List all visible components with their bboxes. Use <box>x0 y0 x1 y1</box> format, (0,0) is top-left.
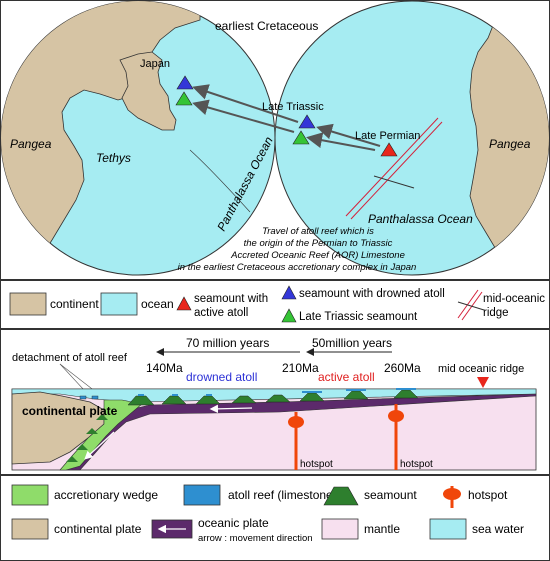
active-atoll-label: active atoll <box>318 370 375 384</box>
accretionary-wedge-swatch <box>11 484 49 506</box>
oceanic-plate-swatch <box>151 519 193 539</box>
hotspot-2-label: hotspot <box>400 459 433 470</box>
legend-atoll-reef: atoll reef (limestone) <box>228 488 337 502</box>
label-late-triassic: Late Triassic <box>262 101 324 113</box>
seamount-row <box>127 388 419 406</box>
label-panthalassa-right: Panthalassa Ocean <box>368 212 473 226</box>
map-title: earliest Cretaceous <box>215 19 318 33</box>
drowned-atoll-icon <box>281 285 297 300</box>
drowned-atoll-label: drowned atoll <box>186 370 257 384</box>
legend-ocean: ocean <box>141 297 174 311</box>
continental-plate-swatch <box>11 518 49 540</box>
mid-oceanic-ridge <box>345 117 443 220</box>
legend-arrow-note: arrow : movement direction <box>198 533 313 544</box>
continent-swatch <box>9 292 47 316</box>
legend-accretionary-wedge: accretionary wedge <box>54 488 158 502</box>
age-140-label: 140Ma <box>146 361 183 375</box>
legend-active-atoll-line2: active atoll <box>194 307 248 319</box>
hotspot-plume-2 <box>388 404 404 470</box>
map-panel: earliest Cretaceous Japan Pangea Pangea … <box>0 0 550 280</box>
hotspot-1-label: hotspot <box>300 459 333 470</box>
seamount-swatch <box>323 486 359 506</box>
caption-line-4: in the earliest Cretaceous accretionary … <box>178 262 417 273</box>
age-260-label: 260Ma <box>384 361 421 375</box>
triassic-seamount-icon <box>281 308 297 323</box>
legend-drowned-atoll: seamount with drowned atoll <box>299 288 445 300</box>
legend-continent: continent <box>50 297 99 311</box>
hotspot-swatch <box>443 486 461 508</box>
active-atoll-icon <box>176 296 192 311</box>
legend-mantle: mantle <box>364 522 400 536</box>
caption-line-2: the origin of the Permian to Triassic <box>244 238 393 249</box>
continental-plate-label: continental plate <box>22 404 118 418</box>
japan-landmass <box>119 51 177 131</box>
mid-oceanic-ridge-label: mid oceanic ridge <box>438 363 524 375</box>
legend-continental-plate: continental plate <box>54 522 142 536</box>
label-pangea-right: Pangea <box>489 137 531 151</box>
ridge-icon <box>457 289 485 321</box>
late-triassic-drowned-atoll-marker <box>298 114 316 129</box>
travel-arrows <box>192 84 381 151</box>
legend-ridge-line2: ridge <box>483 307 509 319</box>
age-210-label: 210Ma <box>282 361 319 375</box>
ocean-swatch <box>100 292 138 316</box>
late-permian-active-atoll-marker <box>380 142 398 157</box>
atoll-reef-swatch <box>183 484 221 506</box>
label-pangea-left: Pangea <box>10 137 52 151</box>
late-triassic-seamount-marker <box>292 130 310 145</box>
label-tethys: Tethys <box>96 151 131 165</box>
legend-hotspot: hotspot <box>468 488 508 502</box>
span-70-label: 70 million years <box>186 336 269 350</box>
legend-ridge-line1: mid-oceanic <box>483 293 545 305</box>
cross-section-legend: accretionary wedge atoll reef (limestone… <box>0 475 550 561</box>
section-block <box>11 388 537 471</box>
cross-section-panel: 70 million years 50million years detachm… <box>0 329 550 475</box>
japan-drowned-atoll-marker <box>176 75 194 90</box>
map-caption: Travel of atoll reef which is the origin… <box>178 226 417 273</box>
japan-seamount-marker <box>175 91 193 106</box>
left-globe <box>0 0 276 276</box>
caption-line-1: Travel of atoll reef which is <box>262 226 374 237</box>
label-late-permian: Late Permian <box>355 130 420 142</box>
span-50-label: 50million years <box>312 336 392 350</box>
legend-active-atoll-line1: seamount with <box>194 293 268 305</box>
mantle-swatch <box>321 518 359 540</box>
legend-triassic-seamount: Late Triassic seamount <box>299 311 418 323</box>
label-japan: Japan <box>140 58 170 70</box>
legend-oceanic-plate: oceanic plate <box>198 516 269 530</box>
detachment-label: detachment of atoll reef <box>12 352 128 364</box>
accretionary-wedge <box>59 399 143 471</box>
hotspot-plume-1 <box>288 412 304 470</box>
legend-sea-water: sea water <box>472 522 524 536</box>
caption-line-3: Accreted Oceanic Reef (AOR) Limestone <box>230 250 405 261</box>
sea-water-swatch <box>429 518 467 540</box>
legend-seamount: seamount <box>364 488 417 502</box>
map-legend: continent ocean seamount with active ato… <box>0 280 550 329</box>
